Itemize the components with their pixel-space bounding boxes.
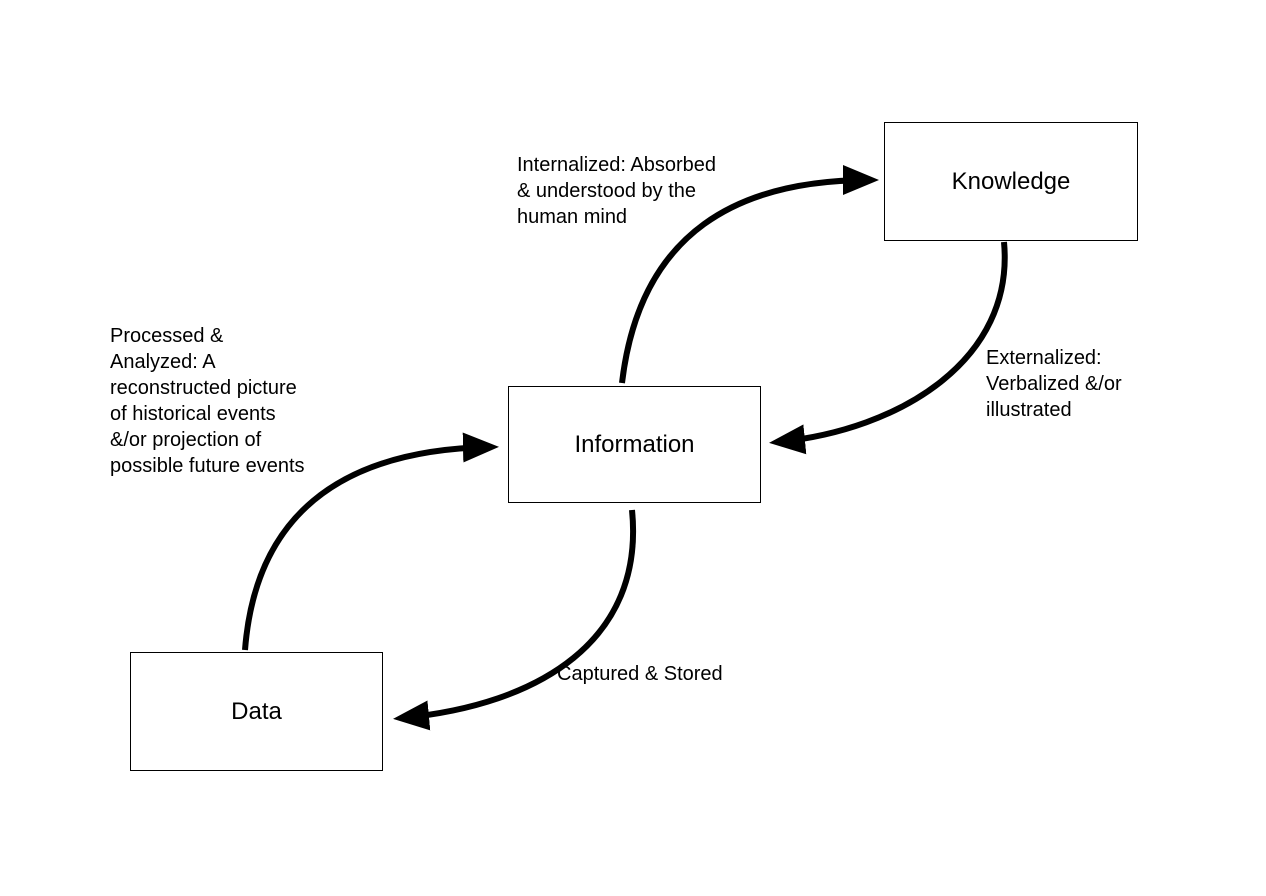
externalized-label: Externalized: Verbalized &/or illustrate…: [986, 347, 1122, 421]
arrow-processed: [242, 432, 499, 651]
processed-label: Processed & Analyzed: A reconstructed pi…: [110, 325, 305, 477]
arrow-captured: [393, 509, 637, 731]
internalized-label: Internalized: Absorbed & understood by t…: [517, 154, 717, 228]
arrow-internalized: [619, 165, 879, 384]
knowledge-box: Knowledge: [884, 122, 1138, 241]
data-label: Data: [231, 697, 282, 725]
arrow-externalized: [769, 241, 1008, 455]
knowledge-label: Knowledge: [951, 167, 1071, 195]
information-box: Information: [508, 386, 761, 503]
data-box: Data: [130, 652, 383, 771]
captured-label: Captured & Stored: [557, 663, 723, 685]
information-label: Information: [574, 430, 695, 458]
